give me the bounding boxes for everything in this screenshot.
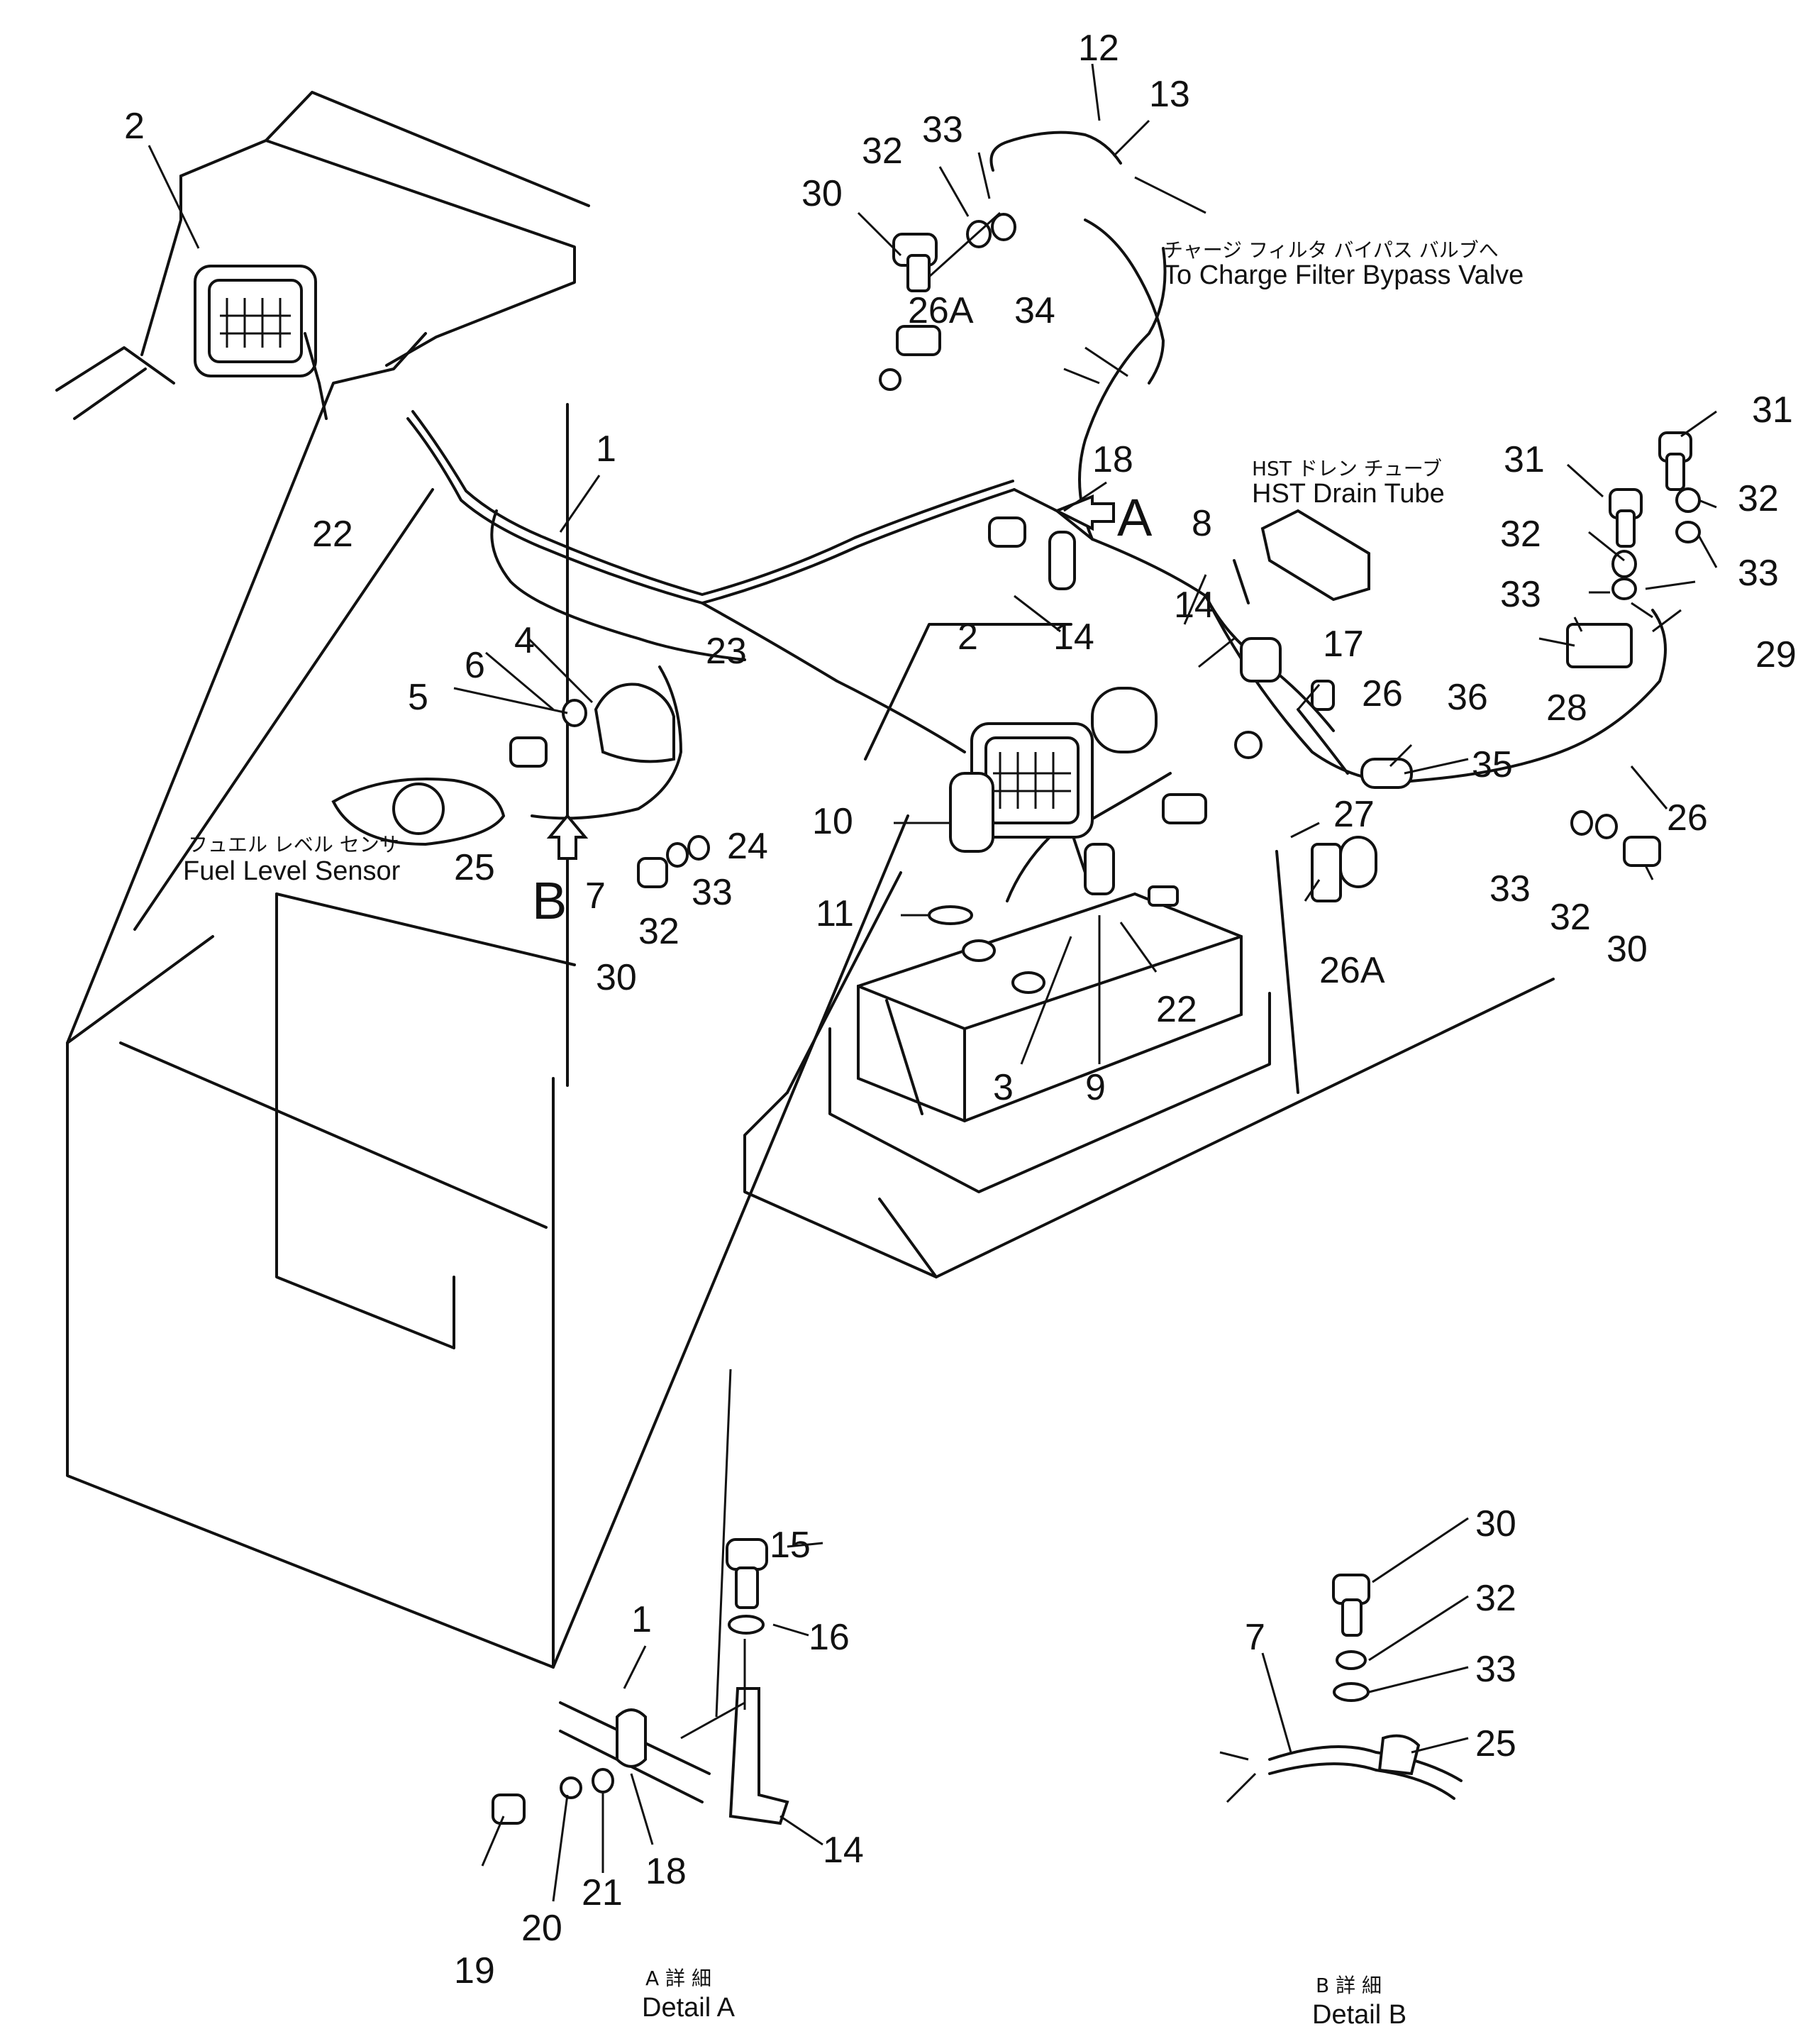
view-b-label: B xyxy=(532,871,567,930)
callout-33-top: 33 xyxy=(922,109,963,150)
fuel-sensor-note-jp: フュエル レベル センサ xyxy=(188,833,399,856)
small-parts xyxy=(879,325,1413,925)
callout-30-low: 30 xyxy=(1607,929,1648,970)
lamp-left xyxy=(194,265,328,420)
connector-28 xyxy=(1566,623,1633,668)
callout-2-left: 2 xyxy=(124,106,145,147)
callout-32-top: 32 xyxy=(862,131,903,172)
view-arrow-b xyxy=(546,813,589,860)
callout-16: 16 xyxy=(809,1617,850,1658)
callout-33-right: 33 xyxy=(1738,553,1779,594)
hst-drain-note-jp: HST ドレン チューブ xyxy=(1252,457,1442,480)
callout-26-b: 26 xyxy=(1667,797,1708,839)
callout-32-mainleft: 32 xyxy=(638,911,679,952)
callout-33-detail: 33 xyxy=(1475,1649,1516,1690)
battery xyxy=(828,885,1271,1193)
callout-32-right: 32 xyxy=(1738,478,1779,519)
callout-35: 35 xyxy=(1472,744,1513,785)
callout-22-right: 22 xyxy=(1156,989,1197,1030)
callout-7: 7 xyxy=(585,875,606,917)
callout-36: 36 xyxy=(1447,677,1488,718)
callout-22-left: 22 xyxy=(312,514,353,555)
callout-6: 6 xyxy=(465,645,485,686)
callout-30-mainleft: 30 xyxy=(596,957,637,998)
callout-14-detail: 14 xyxy=(823,1830,864,1871)
callout-34: 34 xyxy=(1014,290,1055,331)
callout-32-detail: 32 xyxy=(1475,1578,1516,1619)
callout-32-low: 32 xyxy=(1550,897,1591,938)
callout-18-detail: 18 xyxy=(645,1851,687,1892)
callout-26a-top: 26A xyxy=(908,290,974,331)
callout-9: 9 xyxy=(1085,1067,1106,1108)
callout-1: 1 xyxy=(596,429,616,470)
sub-harness-to-charge-filter xyxy=(989,131,1206,385)
callout-23: 23 xyxy=(706,631,747,672)
callout-15: 15 xyxy=(770,1525,811,1566)
callout-24: 24 xyxy=(727,826,768,867)
callout-1-detail: 1 xyxy=(631,1599,652,1640)
callout-33-low: 33 xyxy=(1489,868,1531,910)
right-machine-body xyxy=(743,623,1555,1278)
fuel-sensor-note-en: Fuel Level Sensor xyxy=(183,856,401,886)
callout-8: 8 xyxy=(1192,503,1212,544)
horn xyxy=(594,682,1158,763)
callout-25: 25 xyxy=(454,847,495,888)
callout-5: 5 xyxy=(408,677,428,718)
callout-21: 21 xyxy=(582,1872,623,1913)
callout-3: 3 xyxy=(993,1067,1014,1108)
charge-filter-note-en: To Charge Filter Bypass Valve xyxy=(1163,260,1524,290)
callout-17: 17 xyxy=(1323,624,1364,665)
callout-31-left: 31 xyxy=(1504,439,1545,480)
callout-labels: 2 1 22 12 13 33 32 30 26A 34 18 14 14 8 … xyxy=(124,28,1797,1991)
callout-28: 28 xyxy=(1546,687,1587,729)
leader-lines-detail xyxy=(481,1517,1469,1902)
callout-33-mid: 33 xyxy=(1500,574,1541,615)
detail-a-title-jp: A 詳 細 xyxy=(645,1967,711,1990)
charge-filter-note-jp: チャージ フィルタ バイパス バルブへ xyxy=(1163,238,1499,262)
notes: チャージ フィルタ バイパス バルブへ To Charge Filter Byp… xyxy=(183,238,1524,886)
callout-12: 12 xyxy=(1078,28,1119,69)
callout-18-main: 18 xyxy=(1092,439,1133,480)
callout-14-b: 14 xyxy=(1174,585,1215,626)
detail-a-sketch xyxy=(492,1538,789,1825)
detail-b-title-en: Detail B xyxy=(1312,2000,1406,2030)
callout-11: 11 xyxy=(816,893,854,934)
left-machine-body xyxy=(55,91,909,1669)
callout-10: 10 xyxy=(812,801,853,842)
callout-2-right: 2 xyxy=(958,617,978,658)
fasteners-main xyxy=(509,213,1701,888)
callout-33-mainleft: 33 xyxy=(692,872,733,913)
view-a-label: A xyxy=(1117,488,1153,547)
callout-30-top: 30 xyxy=(801,173,843,214)
callout-27: 27 xyxy=(1333,794,1375,835)
callout-25-detail: 25 xyxy=(1475,1723,1516,1764)
callout-26-a: 26 xyxy=(1362,673,1403,714)
callout-4: 4 xyxy=(514,620,535,661)
view-labels: A B A 詳 細 Detail A B 詳 細 Detail B xyxy=(532,488,1406,2030)
detail-b-sketch xyxy=(1219,1574,1463,1803)
callout-32-mid: 32 xyxy=(1500,514,1541,555)
callout-26a-right: 26A xyxy=(1319,950,1385,991)
detail-a-title-en: Detail A xyxy=(642,1993,736,2023)
callout-19: 19 xyxy=(454,1950,495,1991)
callout-20: 20 xyxy=(521,1908,562,1949)
callout-30-detail: 30 xyxy=(1475,1503,1516,1544)
view-arrow-a xyxy=(1053,494,1115,531)
callout-29: 29 xyxy=(1755,634,1797,675)
leader-lines xyxy=(148,63,1718,1718)
fuel-level-sensor xyxy=(331,778,506,846)
hst-drain-note-en: HST Drain Tube xyxy=(1252,479,1445,509)
detail-b-title-jp: B 詳 細 xyxy=(1316,1974,1382,1997)
callout-7-detail: 7 xyxy=(1245,1617,1265,1658)
callout-31-right: 31 xyxy=(1752,389,1793,431)
callout-14-a: 14 xyxy=(1053,617,1094,658)
hst-drain-tube xyxy=(1233,509,1370,604)
callout-13: 13 xyxy=(1149,74,1190,115)
